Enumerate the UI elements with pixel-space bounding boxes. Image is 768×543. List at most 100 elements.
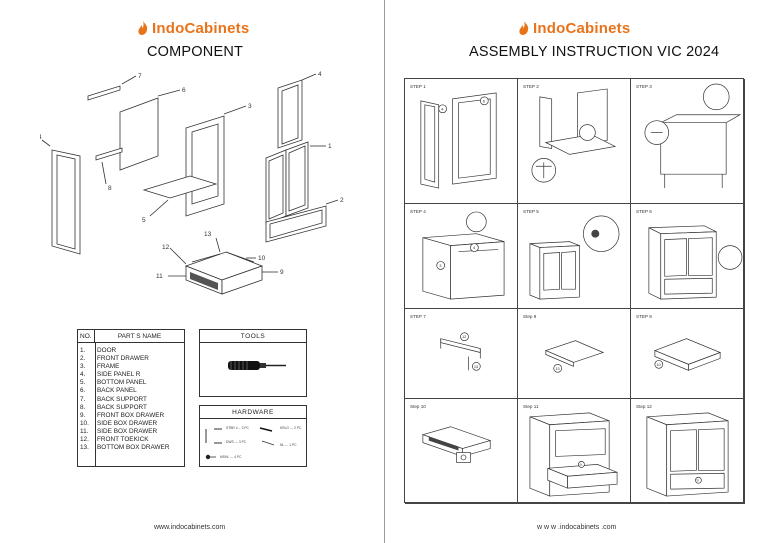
part-no: 13. (80, 444, 89, 452)
brand-logo: IndoCabinets (136, 18, 249, 38)
part-name: FRONT TOEKICK (97, 436, 149, 444)
parts-table-body: 1. 2. 3. 4. 5. 6. 7. 8. 9. 10. 11. 12. 1… (78, 343, 184, 452)
hardware-box: HARDWARE STBR 4 -- 3 PC KRLG --- 2 PC DW… (199, 405, 307, 467)
step-label: STEP 9 (636, 314, 652, 319)
step-label: STEP 4 (410, 209, 426, 214)
part-no: 9. (80, 411, 86, 419)
part-bottom-panel (142, 175, 218, 199)
step-6-panel: STEP 6 (631, 204, 745, 309)
callout-10: 10 (258, 255, 266, 262)
step-badge: 6 (483, 98, 486, 103)
callout-9: 9 (280, 269, 284, 276)
step-label: STEP 6 (636, 209, 652, 214)
col-part-name: PART S NAME (117, 332, 162, 340)
part-no: 3. (80, 363, 86, 371)
step-3-drawing (644, 83, 742, 189)
part-back-support-bottom (95, 147, 123, 161)
flame-logo-icon (138, 21, 148, 35)
page-title: COMPONENT (147, 44, 244, 60)
callout-2: 2 (340, 197, 344, 204)
step-11-panel: Step 11 9 (518, 399, 631, 504)
parts-table-divider (95, 343, 96, 466)
tools-box: TOOLS (199, 329, 307, 397)
step-9-panel: STEP 9 10 (631, 309, 745, 399)
parts-table-header: NO. PART S NAME (78, 330, 184, 343)
step-2-drawing (531, 88, 617, 183)
step-4-panel: STEP 4 3 4 (405, 204, 518, 309)
steps-grid: STEP 1 4 6 STEP 2 STEP 3 (404, 78, 745, 504)
website-footer: w w w .indocabinets .com (537, 524, 617, 531)
part-no: 11. (80, 427, 89, 435)
part-name: BOTTOM PANEL (97, 379, 147, 387)
exploded-view-drawing: 7 6 4 3 4 1 (38, 71, 344, 295)
step-11-drawing: 9 (529, 412, 618, 497)
step-label: STEP 7 (410, 314, 426, 319)
step-badge: 10 (656, 362, 661, 367)
step-3-panel: STEP 3 (631, 79, 745, 204)
part-name: BACK SUPPORT (97, 395, 147, 403)
flame-logo-icon (519, 21, 529, 35)
step-badge: 9 (579, 462, 582, 467)
hardware-drawing (205, 427, 275, 460)
assembly-page: IndoCabinets ASSEMBLY INSTRUCTION VIC 20… (385, 0, 768, 543)
step-badge: 12 (462, 334, 466, 339)
step-12-panel: Step 12 9 (631, 399, 745, 504)
part-name: SIDE PANEL R (97, 371, 141, 379)
step-12-drawing: 9 (646, 412, 729, 497)
step-label: STEP 2 (523, 84, 539, 89)
step-7-drawing: 12 13 (440, 332, 481, 371)
step-badge: 4 (473, 245, 476, 250)
callout-12: 12 (162, 244, 170, 251)
part-back-panel (119, 97, 159, 171)
part-no: 10. (80, 419, 89, 427)
callout-1: 1 (328, 143, 332, 150)
step-label: Step 10 (410, 404, 426, 409)
part-name: SIDE BOX DRAWER (97, 419, 158, 427)
step-7-panel: STEP 7 12 13 (405, 309, 518, 399)
part-name: BOTTOM BOX DRAWER (97, 444, 170, 452)
callout-11: 11 (156, 273, 163, 280)
tools-title: TOOLS (200, 330, 306, 343)
step-10-panel: Step 10 (405, 399, 518, 504)
part-no: 1. (80, 347, 86, 354)
part-name: SIDE BOX DRAWER (97, 427, 158, 435)
step-label: Step 8 (523, 314, 537, 319)
step-4-drawing: 3 4 (422, 211, 505, 300)
step-10-drawing (421, 426, 492, 463)
parts-table: NO. PART S NAME 1. 2. 3. 4. 5. 6. 7. 8. … (77, 329, 185, 467)
part-name: FRONT DRAWER (97, 355, 149, 363)
part-no: 8. (80, 403, 86, 411)
step-label: STEP 1 (410, 84, 426, 89)
part-no: 5. (80, 379, 86, 387)
hardware-label: MSHL --- 4 PC (220, 455, 242, 459)
page-spine (384, 0, 385, 543)
col-no: NO. (78, 330, 95, 342)
brand-logo: IndoCabinets (517, 18, 630, 38)
callout-4-right: 4 (318, 71, 322, 78)
callout-4-left: 4 (40, 134, 42, 141)
step-6-drawing (648, 225, 743, 300)
part-no: 7. (80, 395, 86, 403)
step-badge: 4 (441, 106, 444, 111)
part-back-support-top (87, 85, 121, 101)
step-9-drawing: 10 (653, 338, 722, 371)
callout-8: 8 (108, 185, 112, 192)
hardware-label: DWS --- 3 PC (226, 440, 247, 444)
website-footer: www.indocabinets.com (154, 524, 226, 531)
step-8-panel: Step 8 13 (518, 309, 631, 399)
exploded-view-diagram: 7 6 4 3 4 1 (38, 66, 360, 316)
part-name: BACK SUPPORT (97, 403, 147, 411)
step-label: STEP 3 (636, 84, 652, 89)
part-no: 4. (80, 371, 86, 379)
part-name: BACK PANEL (97, 387, 137, 395)
hardware-label: KRLG --- 2 PC (280, 426, 302, 430)
step-1-panel: STEP 1 4 6 (405, 79, 518, 204)
step-2-panel: STEP 2 (518, 79, 631, 204)
callout-3: 3 (248, 103, 252, 110)
parts-names: DOOR FRONT DRAWER FRAME SIDE PANEL R BOT… (95, 347, 184, 452)
step-badge: 9 (696, 478, 699, 483)
step-label: STEP 5 (523, 209, 539, 214)
step-1-drawing: 4 6 (420, 92, 497, 189)
hardware-label: NL --- 1 PC (280, 443, 297, 447)
hardware-title: HARDWARE (200, 406, 306, 419)
